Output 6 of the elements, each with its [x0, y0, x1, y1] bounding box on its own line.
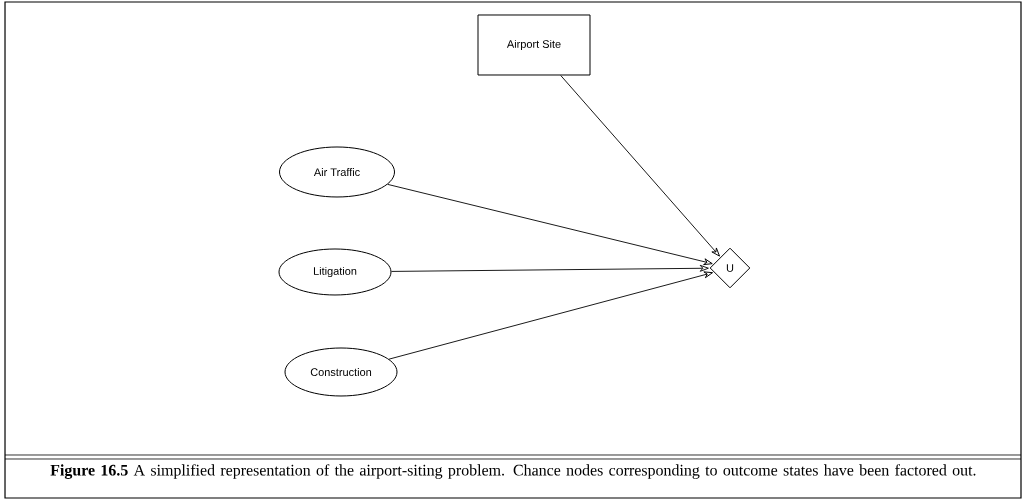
decision-box: Airport Site	[477, 14, 591, 76]
figure-caption: Figure 16.5 A simplified representation of the airport-siting problem. Chance nodes corresponding to outcome states have been factored out.	[50, 464, 976, 479]
arrow	[388, 271, 713, 360]
arrow	[387, 183, 713, 266]
arrow	[391, 264, 709, 272]
arrow	[560, 75, 720, 257]
